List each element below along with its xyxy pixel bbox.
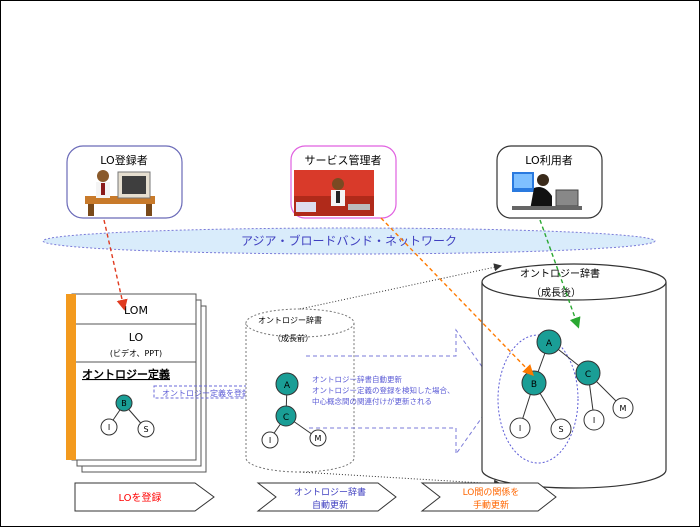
actor-user-label: LO利用者 — [525, 154, 572, 167]
registrant-arrow — [103, 219, 128, 311]
svg-text:S: S — [558, 425, 563, 434]
manager-arrow — [380, 217, 534, 377]
actor-registrant: LO登録者 — [66, 145, 183, 219]
node-c: C — [575, 360, 601, 386]
dictionary-after-title: オントロジー辞書 — [520, 267, 600, 280]
svg-text:I: I — [269, 436, 271, 445]
register-arrow-label: オントロジー定義を登録 — [162, 388, 250, 398]
step-2: オントロジー辞書 自動更新 — [256, 482, 397, 512]
actor-manager-label: サービス管理者 — [305, 153, 382, 167]
update-note-line3: 中心概念間の関連付けが更新される — [312, 396, 432, 406]
svg-text:A: A — [546, 339, 553, 349]
step-1-label: LOを登録 — [118, 491, 161, 504]
svg-text:I: I — [593, 416, 595, 425]
dictionary-after-cylinder: オントロジー辞書 （成長後） A B C I S I — [481, 263, 667, 489]
step-2-label-line2: 自動更新 — [312, 499, 348, 511]
svg-text:A: A — [284, 381, 291, 391]
growth-line-bottom — [299, 471, 502, 488]
ontology-definition-label: オントロジー定義 — [82, 367, 170, 381]
growth-line-top — [299, 263, 502, 310]
node-i: I — [100, 418, 118, 436]
node-m: M — [309, 429, 327, 447]
actor-manager: サービス管理者 — [290, 145, 397, 219]
person-computer-icon — [512, 172, 582, 210]
person-desk-icon — [294, 170, 374, 216]
svg-text:B: B — [531, 380, 537, 390]
dictionary-before-subtitle: （成長前） — [273, 333, 313, 343]
actor-registrant-label: LO登録者 — [100, 153, 147, 167]
node-a: A — [536, 329, 562, 355]
dictionary-after-subtitle: （成長後） — [531, 286, 581, 299]
node-i: I — [509, 417, 531, 439]
svg-text:C: C — [585, 370, 591, 380]
svg-text:I: I — [519, 424, 521, 433]
update-note-line2: オントロジー定義の登録を検知した場合、 — [312, 385, 455, 395]
node-b: B — [115, 394, 133, 412]
user-arrow — [539, 219, 581, 329]
node-i: I — [583, 409, 605, 431]
dictionary-before-cylinder: オントロジー辞書 （成長前） A C I M — [245, 308, 355, 473]
lo-media-label: (ビデオ、PPT) — [110, 348, 162, 358]
network-label: アジア・ブロードバンド・ネットワーク — [241, 233, 457, 248]
node-i: I — [261, 431, 279, 449]
node-m: M — [612, 397, 634, 419]
svg-text:S: S — [143, 425, 148, 434]
svg-text:M: M — [620, 404, 627, 413]
update-note-line1: オントロジー辞書自動更新 — [312, 374, 402, 384]
lo-document-stack: LOM LO (ビデオ、PPT) オントロジー定義 B I S — [66, 293, 207, 473]
step-3-label-line2: 手動更新 — [473, 499, 509, 511]
svg-text:B: B — [121, 399, 127, 408]
svg-text:C: C — [283, 413, 289, 423]
lo-label: LO — [129, 331, 144, 344]
step-3: LO間の関係を 手動更新 — [420, 482, 557, 512]
step-3-label-line1: LO間の関係を — [463, 487, 520, 498]
lom-label: LOM — [124, 304, 148, 317]
document-orange-bar — [66, 294, 76, 460]
step-1: LOを登録 — [74, 482, 215, 512]
node-c: C — [275, 405, 297, 427]
node-s: S — [137, 420, 155, 438]
dictionary-before-title: オントロジー辞書 — [258, 315, 322, 325]
node-s: S — [550, 418, 572, 440]
highlight-ellipse — [497, 334, 579, 464]
node-b: B — [521, 370, 547, 396]
actor-user: LO利用者 — [496, 145, 603, 219]
network-ellipse — [42, 227, 656, 255]
person-desk-icon — [85, 170, 155, 216]
step-2-label-line1: オントロジー辞書 — [294, 486, 366, 498]
svg-text:M: M — [315, 434, 322, 443]
node-a: A — [275, 372, 299, 396]
svg-text:I: I — [108, 423, 110, 432]
